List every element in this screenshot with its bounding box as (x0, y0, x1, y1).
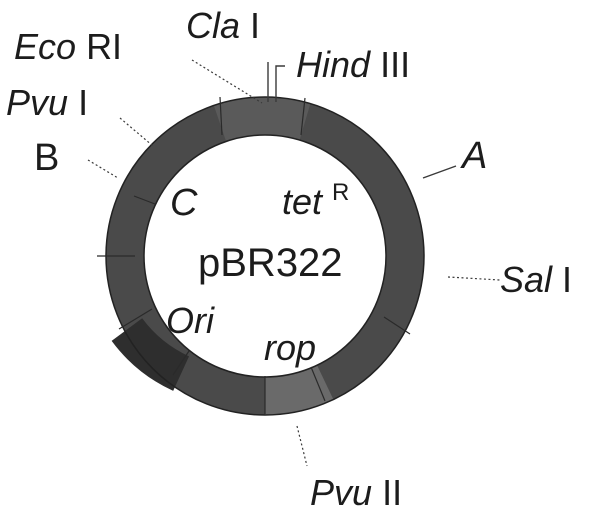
pvu-i-name: Pvu (6, 82, 68, 123)
eco-ri-leader (191, 59, 263, 104)
a-leader (422, 165, 457, 179)
segment-divider (383, 316, 411, 335)
hind-iii-leader (275, 65, 285, 102)
ring-segment-rop (264, 364, 334, 415)
segment-divider (133, 195, 156, 205)
sal-i-numeral: I (562, 259, 572, 300)
marker-a: A (460, 135, 487, 177)
segment-divider (118, 308, 153, 330)
tet-resistance-superscript: R (332, 179, 349, 206)
sal-i-leader (447, 276, 501, 281)
rop-gene-label: rop (264, 327, 316, 368)
segment-divider (300, 97, 306, 136)
hind-iii-numeral: III (380, 44, 410, 85)
cla-i-name: Cla (186, 5, 240, 46)
segment-divider (172, 350, 190, 376)
pvu-i-leader (119, 117, 154, 147)
eco-ri-name: Eco (14, 26, 76, 67)
sal-i-name: Sal (500, 259, 553, 300)
site-leaders (87, 59, 501, 467)
sal-i-label: Sal I (500, 259, 572, 300)
tet-gene-name: tet (282, 181, 324, 222)
plasmid-name: pBR322 (198, 241, 343, 285)
pvu-ii-numeral: II (382, 472, 402, 512)
cla-i-numeral: I (250, 5, 260, 46)
pvu-ii-label: Pvu II (310, 472, 402, 512)
pvu-ii-name: Pvu (310, 472, 372, 512)
plasmid-ring (97, 96, 425, 416)
segment-divider (310, 366, 326, 402)
ring-segment-top (213, 97, 311, 142)
hind-iii-name: Hind (296, 44, 371, 85)
marker-c: C (170, 182, 198, 224)
pvu-i-numeral: I (78, 82, 88, 123)
marker-b: B (34, 137, 59, 179)
ori-label: Ori (166, 300, 215, 341)
tet-r-gene-label: tet R (282, 179, 349, 222)
segment-divider (219, 96, 223, 136)
pvu-i-label: Pvu I (6, 82, 88, 123)
hind-iii-label: Hind III (296, 44, 410, 85)
pvu-ii-leader (296, 425, 308, 467)
cla-i-label: Cla I (186, 5, 260, 46)
eco-ri-numeral: RI (86, 26, 122, 67)
b-leader (87, 159, 119, 179)
eco-ri-label: Eco RI (14, 26, 122, 67)
